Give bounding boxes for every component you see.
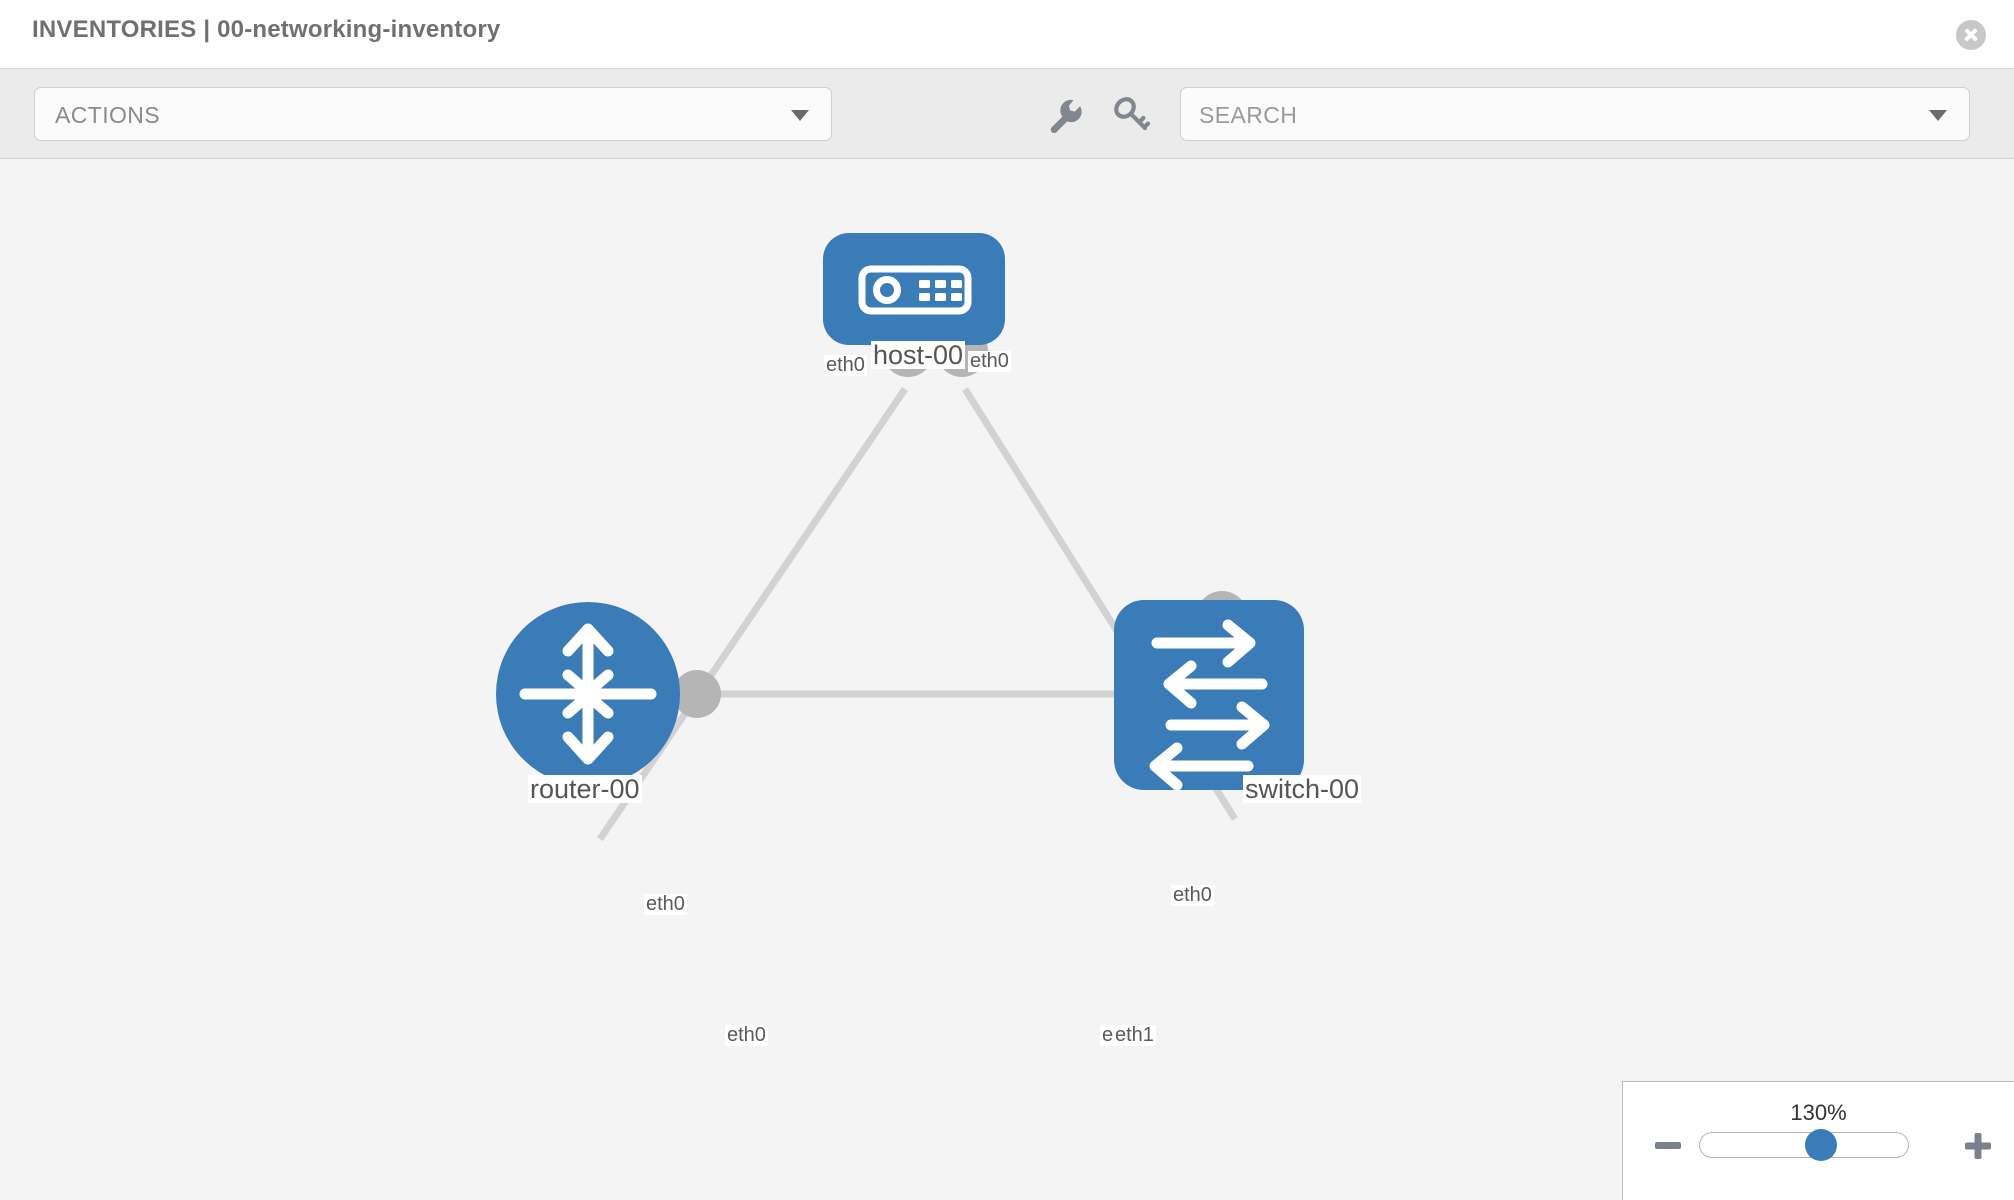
zoom-slider-thumb[interactable] — [1804, 1129, 1837, 1161]
server-icon — [858, 265, 972, 315]
edge-label-router-right-port: eth0 — [725, 1024, 768, 1046]
node-host-00-shape[interactable] — [823, 233, 1005, 345]
node-label-host-00: host-00 — [871, 340, 966, 370]
node-switch-00[interactable] — [1114, 600, 1304, 791]
chevron-down-icon[interactable] — [1929, 110, 1947, 121]
router-arrows-icon — [519, 623, 657, 765]
key-icon[interactable] — [1108, 91, 1154, 137]
edge-label-host-right-port: eth0 — [968, 350, 1011, 372]
page-title: INVENTORIES | 00-networking-inventory — [32, 16, 501, 43]
zoom-in-button[interactable] — [1964, 1132, 1992, 1160]
zoom-level-value: 130% — [1790, 1100, 1847, 1125]
edge-label-router-up-port: eth0 — [644, 893, 687, 915]
edge-label-host-left-port: eth0 — [824, 354, 867, 376]
node-router-00[interactable] — [496, 602, 680, 786]
zoom-slider-track[interactable] — [1699, 1129, 1909, 1161]
switch-arrows-icon — [1149, 619, 1270, 791]
node-host-00[interactable] — [823, 233, 1005, 345]
node-label-router-00: router-00 — [528, 774, 642, 804]
connector-router-right[interactable] — [673, 670, 721, 718]
search-placeholder: SEARCH — [1199, 102, 1298, 128]
page-header: INVENTORIES | 00-networking-inventory — [0, 0, 2014, 69]
topology-canvas[interactable]: host-00 router-00 switch-00 eth0 eth0 et… — [0, 159, 2014, 1200]
topology-graph — [496, 233, 1304, 841]
node-label-switch-00: switch-00 — [1243, 774, 1362, 804]
wrench-icon[interactable] — [1040, 91, 1086, 137]
search-input[interactable]: SEARCH — [1180, 87, 1970, 141]
zoom-control-panel: 130% — [1622, 1081, 2014, 1200]
edge-label-switch-up-port: eth0 — [1171, 884, 1214, 906]
edge-label-switch-left-port-b: eth1 — [1113, 1024, 1156, 1046]
edge-host-router[interactable] — [597, 387, 908, 841]
toolbar: ACTIONS SEARCH — [0, 69, 2014, 159]
chevron-down-icon — [791, 110, 809, 121]
close-icon[interactable] — [1956, 20, 1986, 50]
actions-dropdown[interactable]: ACTIONS — [34, 87, 832, 141]
zoom-out-button[interactable] — [1655, 1142, 1681, 1149]
actions-dropdown-label: ACTIONS — [55, 102, 161, 128]
